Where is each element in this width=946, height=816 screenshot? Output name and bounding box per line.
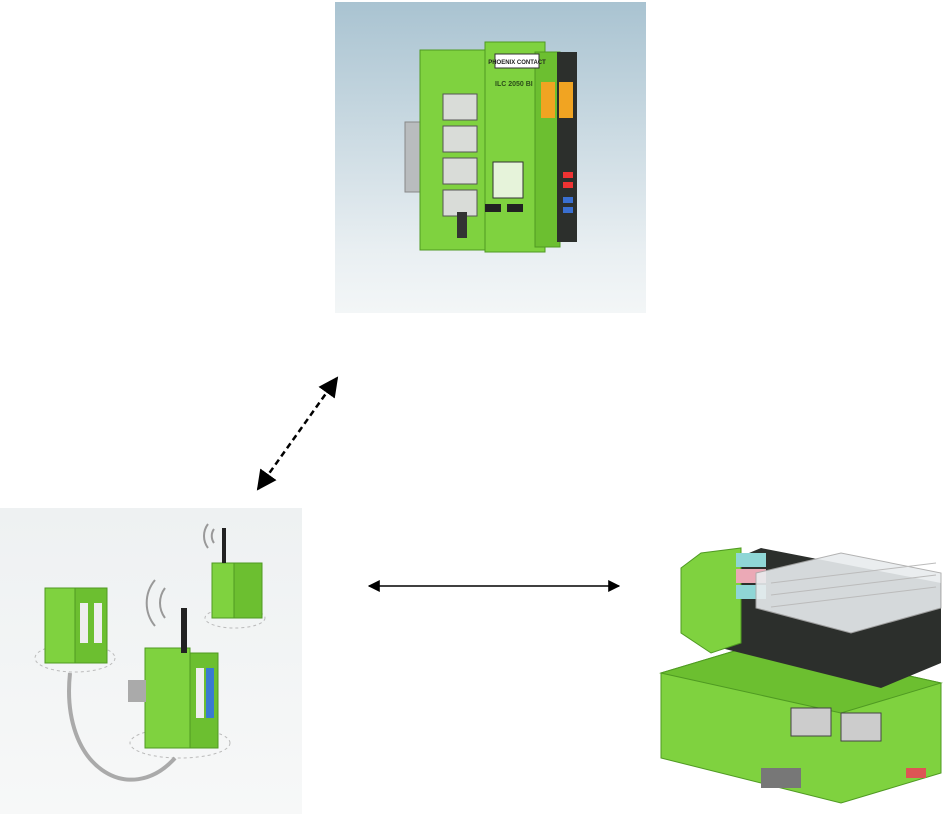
model-label: ILC 2050 BI xyxy=(495,81,533,88)
antenna-icon xyxy=(181,608,187,653)
inline-controller-image xyxy=(641,513,946,816)
controller-drawing: PHOENIX CONTACT ILC 2050 BI xyxy=(404,41,577,253)
wireless-modules-drawing xyxy=(34,523,266,782)
inline-controller-drawing xyxy=(659,547,943,804)
phoenix-contact-logo xyxy=(494,53,540,69)
svg-text:PHOENIX CONTACT: PHOENIX CONTACT xyxy=(488,60,546,66)
dashed-bidirectional-arrow xyxy=(256,376,339,491)
wireless-io-modules-image xyxy=(0,508,302,814)
ilc-2050-controller-image: PHOENIX CONTACT ILC 2050 BI xyxy=(335,2,646,313)
